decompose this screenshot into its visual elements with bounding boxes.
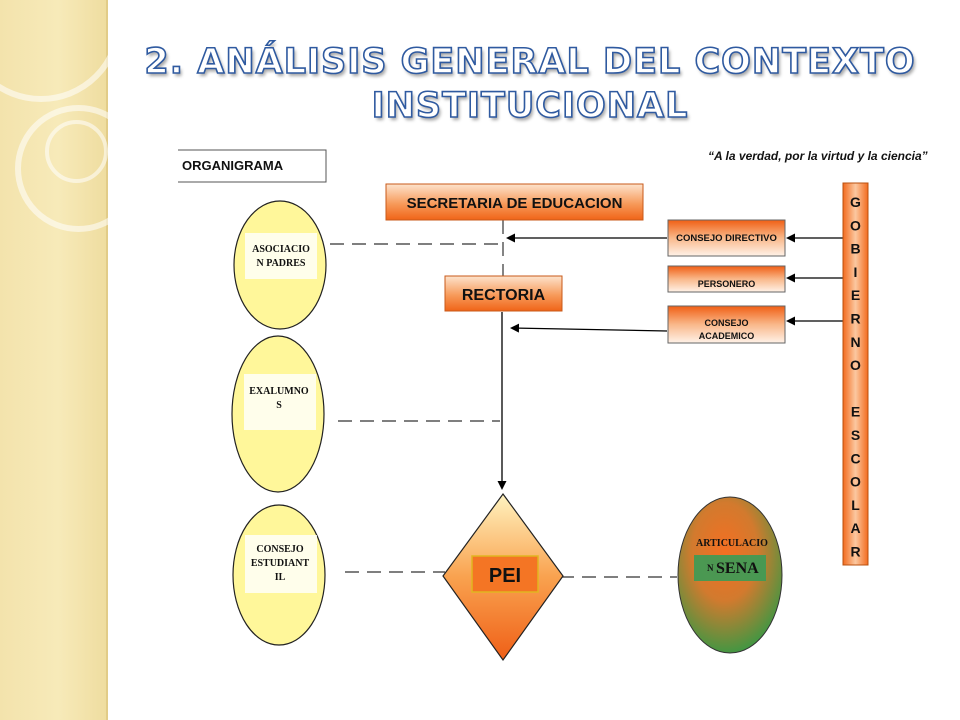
consejo-academico-box: CONSEJO ACADEMICO: [667, 305, 786, 344]
secretaria-label: SECRETARIA DE EDUCACION: [407, 195, 623, 212]
dashed-connectors: [330, 220, 677, 578]
gobierno-letter: E: [851, 404, 860, 420]
exalumnos-label-1: EXALUMNO: [249, 386, 309, 397]
gobierno-letter: I: [854, 264, 858, 280]
gobierno-letter: C: [850, 450, 860, 466]
rectoria-box: RECTORIA: [444, 275, 563, 312]
gobierno-letter: G: [850, 194, 861, 210]
decorative-ring: [15, 105, 142, 232]
gobierno-letter: L: [851, 497, 860, 513]
gobierno-letter: E: [851, 287, 860, 303]
sena-label-2: N: [707, 563, 714, 573]
gobierno-letter: N: [850, 334, 860, 350]
decorative-ring: [45, 120, 108, 183]
pei-diamond: PEI: [442, 492, 564, 662]
motto-text: “A la verdad, por la virtud y la ciencia…: [708, 149, 928, 163]
consejo-directivo-box: CONSEJO DIRECTIVO: [667, 219, 786, 257]
asociacion-padres-ellipse: ASOCIACIO N PADRES: [233, 200, 327, 330]
consejo-academico-label-1: CONSEJO: [704, 318, 748, 328]
estudiantil-label-2: ESTUDIANT: [251, 558, 310, 569]
gobierno-letter: R: [850, 544, 860, 560]
articulacion-sena-ellipse: ARTICULACIO N SENA: [677, 496, 783, 654]
personero-label: PERSONERO: [698, 279, 756, 289]
secretaria-box: SECRETARIA DE EDUCACION: [385, 183, 644, 221]
rectoria-label: RECTORIA: [462, 287, 546, 304]
asociacion-label-1: ASOCIACIO: [252, 244, 310, 255]
arrows: [506, 233, 843, 333]
gobierno-letter: S: [851, 427, 860, 443]
organigrama-text: ORGANIGRAMA: [182, 158, 284, 173]
gobierno-letter: R: [850, 311, 860, 327]
consejo-academico-label-2: ACADEMICO: [699, 331, 755, 341]
sena-label-1: ARTICULACIO: [696, 538, 768, 549]
decorative-sidebar: [0, 0, 142, 720]
personero-box: PERSONERO: [667, 265, 786, 293]
consejo-estudiantil-ellipse: CONSEJO ESTUDIANT IL: [232, 504, 326, 646]
consejo-directivo-label: CONSEJO DIRECTIVO: [676, 233, 777, 244]
estudiantil-label-3: IL: [275, 572, 286, 583]
organigrama-label: ORGANIGRAMA: [178, 149, 327, 183]
gobierno-letter: O: [850, 357, 861, 373]
estudiantil-label-1: CONSEJO: [256, 544, 303, 555]
exalumnos-label-2: S: [276, 400, 282, 411]
gobierno-letter: O: [850, 217, 861, 233]
asociacion-label-2: N PADRES: [257, 258, 306, 269]
gobierno-letter: O: [850, 474, 861, 490]
exalumnos-ellipse: EXALUMNO S: [231, 335, 325, 493]
gobierno-letter: A: [850, 520, 860, 536]
slide-title-line-2: INSTITUCIONAL: [371, 85, 689, 127]
gobierno-letter: B: [850, 241, 860, 257]
pei-label: PEI: [489, 565, 521, 587]
sena-label-3: SENA: [716, 560, 759, 577]
slide-title-line-1: 2. ANÁLISIS GENERAL DEL CONTEXTO: [144, 41, 916, 83]
slide-title: 2. ANÁLISIS GENERAL DEL CONTEXTO INSTITU…: [130, 40, 930, 128]
